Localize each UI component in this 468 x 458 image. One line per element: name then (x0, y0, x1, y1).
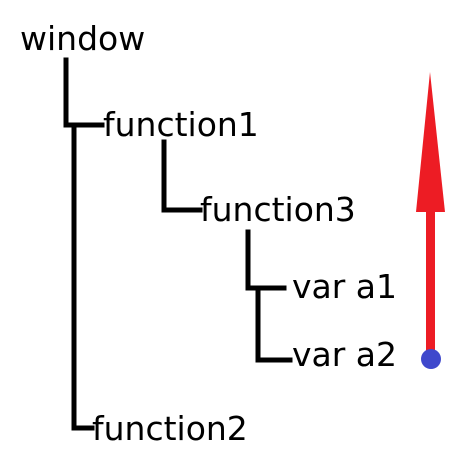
edge-function1-function3 (161, 139, 203, 213)
edge-function3-var-a2 (255, 285, 293, 363)
node-window: window (20, 19, 145, 58)
edge-window-function1 (63, 57, 105, 128)
tree-nodes: window function1 function3 var a1 var a2… (20, 19, 397, 448)
tree-connectors (63, 57, 293, 431)
arrow-head-icon (416, 72, 445, 212)
node-var-a1: var a1 (292, 267, 397, 306)
node-var-a2: var a2 (292, 335, 397, 374)
node-function3: function3 (200, 190, 356, 229)
edge-window-function2 (71, 122, 95, 431)
edge-function3-var-a1 (245, 229, 287, 291)
scope-lookup-arrow (416, 72, 445, 369)
arrow-base-dot-icon (421, 349, 441, 369)
node-function1: function1 (103, 105, 259, 144)
arrow-shaft (426, 200, 435, 360)
node-function2: function2 (92, 409, 248, 448)
